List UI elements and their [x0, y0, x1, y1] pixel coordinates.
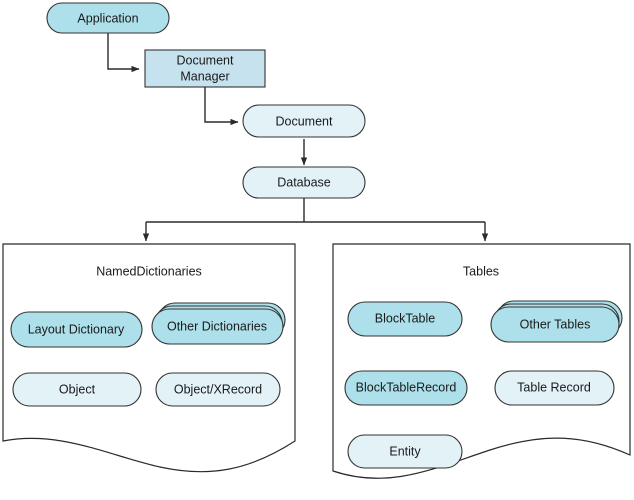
node-application[interactable]: Application — [46, 2, 170, 34]
node-label-block-table: BlockTable — [375, 311, 435, 325]
node-entity[interactable]: Entity — [347, 434, 463, 469]
node-other-dictionaries[interactable]: Other Dictionaries — [151, 302, 286, 345]
node-table-record[interactable]: Table Record — [494, 370, 615, 406]
node-label-block-table-record: BlockTableRecord — [356, 380, 457, 394]
node-label-document: Document — [276, 114, 333, 128]
node-object[interactable]: Object — [12, 372, 142, 407]
node-label-object-xrecord: Object/XRecord — [174, 382, 262, 396]
node-label-layout-dictionary: Layout Dictionary — [28, 322, 125, 336]
panel-title-tables: Tables — [463, 264, 499, 278]
node-block-table-record[interactable]: BlockTableRecord — [344, 370, 468, 406]
connector-database-branch-bus — [146, 197, 485, 223]
node-label-document-manager-line2: Manager — [180, 69, 229, 83]
connector-document-manager-to-document — [204, 87, 239, 126]
node-database[interactable]: Database — [242, 166, 366, 199]
node-document[interactable]: Document — [242, 104, 366, 138]
node-label-database: Database — [277, 175, 331, 189]
node-label-object: Object — [59, 382, 96, 396]
node-label-entity: Entity — [389, 444, 421, 458]
node-label-application: Application — [77, 11, 138, 25]
node-label-table-record: Table Record — [517, 380, 591, 394]
node-object-xrecord[interactable]: Object/XRecord — [155, 372, 281, 407]
panel-title-named-dictionaries: NamedDictionaries — [96, 264, 202, 278]
node-other-tables[interactable]: Other Tables — [490, 300, 623, 343]
node-layout-dictionary[interactable]: Layout Dictionary — [10, 311, 143, 348]
node-block-table[interactable]: BlockTable — [347, 301, 463, 337]
node-label-document-manager-line1: Document — [177, 53, 234, 67]
connector-application-to-document-manager — [107, 33, 140, 73]
node-label-other-dictionaries: Other Dictionaries — [167, 319, 267, 333]
node-label-other-tables: Other Tables — [520, 317, 591, 331]
panel-named-dictionaries — [2, 243, 296, 473]
node-document-manager[interactable]: Document Manager — [144, 49, 266, 88]
